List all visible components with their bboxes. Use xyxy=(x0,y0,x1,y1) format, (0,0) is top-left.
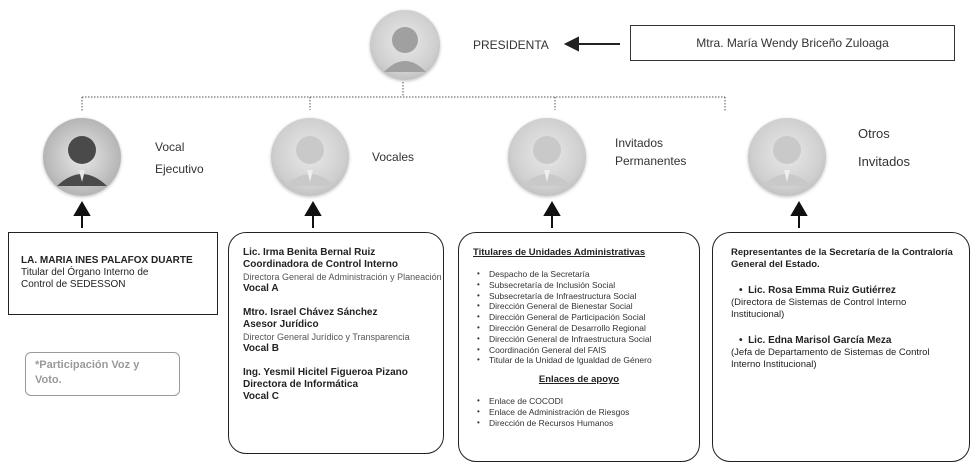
presidenta-name: Mtra. María Wendy Briceño Zuloaga xyxy=(696,36,889,50)
list-item: Dirección General de Infraestructura Soc… xyxy=(473,334,699,345)
card4-p2-name: • Lic. Edna Marisol García Meza xyxy=(739,335,892,346)
vocal-b-label: Vocal B xyxy=(243,343,279,354)
card1-line1: Titular del Órgano Interno de xyxy=(21,267,149,278)
vocal-b-name: Mtro. Israel Chávez Sánchez xyxy=(243,307,378,318)
vocales-label: Vocales xyxy=(372,150,415,164)
list-item: Despacho de la Secretaría xyxy=(473,269,699,280)
participation-note: *Participación Voz y Voto. xyxy=(25,352,180,396)
card4-heading-line1: Representantes de la Secretaría de la Co… xyxy=(731,247,953,258)
card3-heading: Titulares de Unidades Administrativas xyxy=(473,247,646,258)
vocal-ejecutivo-avatar xyxy=(43,118,121,196)
list-item: Subsecretaría de Inclusión Social xyxy=(473,280,699,291)
vocal-a-label: Vocal A xyxy=(243,283,279,294)
card4-heading-line2: General del Estado. xyxy=(731,259,820,270)
otros-invitados-card: Representantes de la Secretaría de la Co… xyxy=(712,232,970,462)
vocal-b-detail: Director General Jurídico y Transparenci… xyxy=(243,332,410,342)
vocal-c-label: Vocal C xyxy=(243,391,279,402)
person-icon xyxy=(522,136,572,186)
vocales-card: Lic. Irma Benita Bernal Ruiz Coordinador… xyxy=(228,232,444,454)
vocal-c-name: Ing. Yesmil Hicitel Figueroa Pizano xyxy=(243,367,408,378)
card4-p1-role2: Institucional) xyxy=(731,309,785,320)
person-icon xyxy=(762,136,812,186)
presidenta-avatar xyxy=(370,10,440,80)
person-icon xyxy=(285,136,335,186)
vocal-ejecutivo-label: Vocal Ejecutivo xyxy=(155,140,204,176)
card4-p2-role: (Jefa de Departamento de Sistemas de Con… xyxy=(731,347,930,358)
invitados-permanentes-avatar xyxy=(508,118,586,196)
list-item: Dirección General de Desarrollo Regional xyxy=(473,323,699,334)
enlaces-list: Enlace de COCODI Enlace de Administració… xyxy=(473,396,699,428)
list-item: Dirección de Recursos Humanos xyxy=(473,418,699,429)
vocal-a-name: Lic. Irma Benita Bernal Ruiz xyxy=(243,247,376,258)
person-icon xyxy=(384,27,426,72)
vocal-a-role: Coordinadora de Control Interno xyxy=(243,259,398,270)
list-item: Subsecretaría de Infraestructura Social xyxy=(473,291,699,302)
otros-invitados-label: Otros Invitados xyxy=(858,126,911,169)
list-item: Dirección General de Bienestar Social xyxy=(473,301,699,312)
list-item: Dirección General de Participación Socia… xyxy=(473,312,699,323)
vocal-b-role: Asesor Jurídico xyxy=(243,319,319,330)
presidenta-label: PRESIDENTA xyxy=(473,38,549,52)
otros-invitados-avatar xyxy=(748,118,826,196)
card4-p2-role2: Interno Institucional) xyxy=(731,359,817,370)
card1-line2: Control de SEDESSON xyxy=(21,279,126,290)
card4-p1-role: (Directora de Sistemas de Control Intern… xyxy=(731,297,907,308)
card3-heading2: Enlaces de apoyo xyxy=(538,374,620,386)
unidades-list: Despacho de la Secretaría Subsecretaría … xyxy=(473,269,699,366)
person-icon xyxy=(57,136,107,186)
card4-p1-name: • Lic. Rosa Emma Ruiz Gutiérrez xyxy=(739,285,896,296)
invitados-permanentes-card: Titulares de Unidades Administrativas De… xyxy=(458,232,700,462)
list-item: Enlace de COCODI xyxy=(473,396,699,407)
list-item: Titular de la Unidad de Igualdad de Géne… xyxy=(473,355,699,366)
vocal-ejecutivo-card: LA. MARIA INES PALAFOX DUARTE Titular de… xyxy=(8,232,218,315)
vocal-c-role: Directora de Informática xyxy=(243,379,359,390)
card1-name: LA. MARIA INES PALAFOX DUARTE xyxy=(21,255,193,266)
up-arrows xyxy=(73,201,808,228)
list-item: Coordinación General del FAIS xyxy=(473,345,699,356)
vocal-a-detail: Directora General de Administración y Pl… xyxy=(243,272,442,282)
presidenta-name-box: Mtra. María Wendy Briceño Zuloaga xyxy=(630,25,955,61)
list-item: Enlace de Administración de Riesgos xyxy=(473,407,699,418)
invitados-permanentes-label: Invitados Permanentes xyxy=(615,136,687,168)
vocales-avatar xyxy=(271,118,349,196)
